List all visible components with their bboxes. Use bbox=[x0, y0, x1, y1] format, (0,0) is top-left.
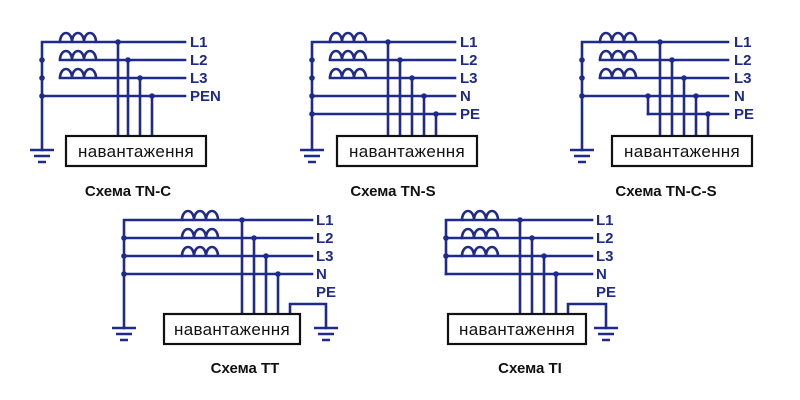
load-box bbox=[64, 134, 208, 168]
conductor-label: PE bbox=[460, 106, 480, 123]
conductor-label: L3 bbox=[596, 248, 614, 265]
conductor-label: L2 bbox=[596, 230, 614, 247]
diagram-ti: L1 L2 L3 N PE навантаження Схема TI bbox=[443, 209, 618, 377]
conductor-label: N bbox=[734, 88, 745, 105]
load-label: навантаження bbox=[459, 320, 575, 339]
conductor-label: PE bbox=[316, 284, 336, 301]
caption-tn-c-s: Схема TN-C-S bbox=[615, 183, 716, 200]
conductor-label: N bbox=[460, 88, 471, 105]
conductor-label: PEN bbox=[190, 88, 221, 105]
conductor-label: L1 bbox=[316, 212, 334, 229]
caption-tn-s: Схема TN-S bbox=[350, 183, 435, 200]
conductor-label: L1 bbox=[190, 34, 208, 51]
load-label: навантаження bbox=[78, 142, 194, 161]
conductor-label: L2 bbox=[460, 52, 478, 69]
caption-tt: Схема ТТ bbox=[211, 360, 280, 377]
conductor-label: L2 bbox=[316, 230, 334, 247]
load-label: навантаження bbox=[174, 320, 290, 339]
conductor-label: L2 bbox=[190, 52, 208, 69]
load-label: навантаження bbox=[349, 142, 465, 161]
conductor-label: L1 bbox=[734, 34, 752, 51]
conductor-label: L1 bbox=[596, 212, 614, 229]
conductor-label: L3 bbox=[316, 248, 334, 265]
load-label: навантаження bbox=[624, 142, 740, 161]
conductor-label: PE bbox=[734, 106, 754, 123]
load-box bbox=[446, 312, 588, 346]
caption-ti: Схема TI bbox=[498, 360, 562, 377]
conductor-label: L3 bbox=[190, 70, 208, 87]
conductor-label: L3 bbox=[734, 70, 752, 87]
conductor-label: L1 bbox=[460, 34, 478, 51]
diagram-tn-c-s: L1 L2 L3 N PE навантаження Схема TN-C-S bbox=[570, 31, 754, 200]
conductor-label: N bbox=[596, 266, 607, 283]
conductor-label: L2 bbox=[734, 52, 752, 69]
conductor-label: N bbox=[316, 266, 327, 283]
conductor-label: L3 bbox=[460, 70, 478, 87]
caption-tn-c: Схема TN-C bbox=[85, 183, 171, 200]
load-box bbox=[610, 134, 754, 168]
diagram-tt: L1 L2 L3 N PE навантаження Схема ТТ bbox=[112, 209, 338, 377]
diagram-tn-c: L1 L2 L3 PEN навантаження Схема TN-C bbox=[30, 31, 221, 200]
conductor-label: PE bbox=[596, 284, 616, 301]
diagram-tn-s: L1 L2 L3 N PE навантаження Схема TN-S bbox=[300, 31, 480, 200]
load-box bbox=[162, 312, 302, 346]
load-box bbox=[335, 134, 479, 168]
